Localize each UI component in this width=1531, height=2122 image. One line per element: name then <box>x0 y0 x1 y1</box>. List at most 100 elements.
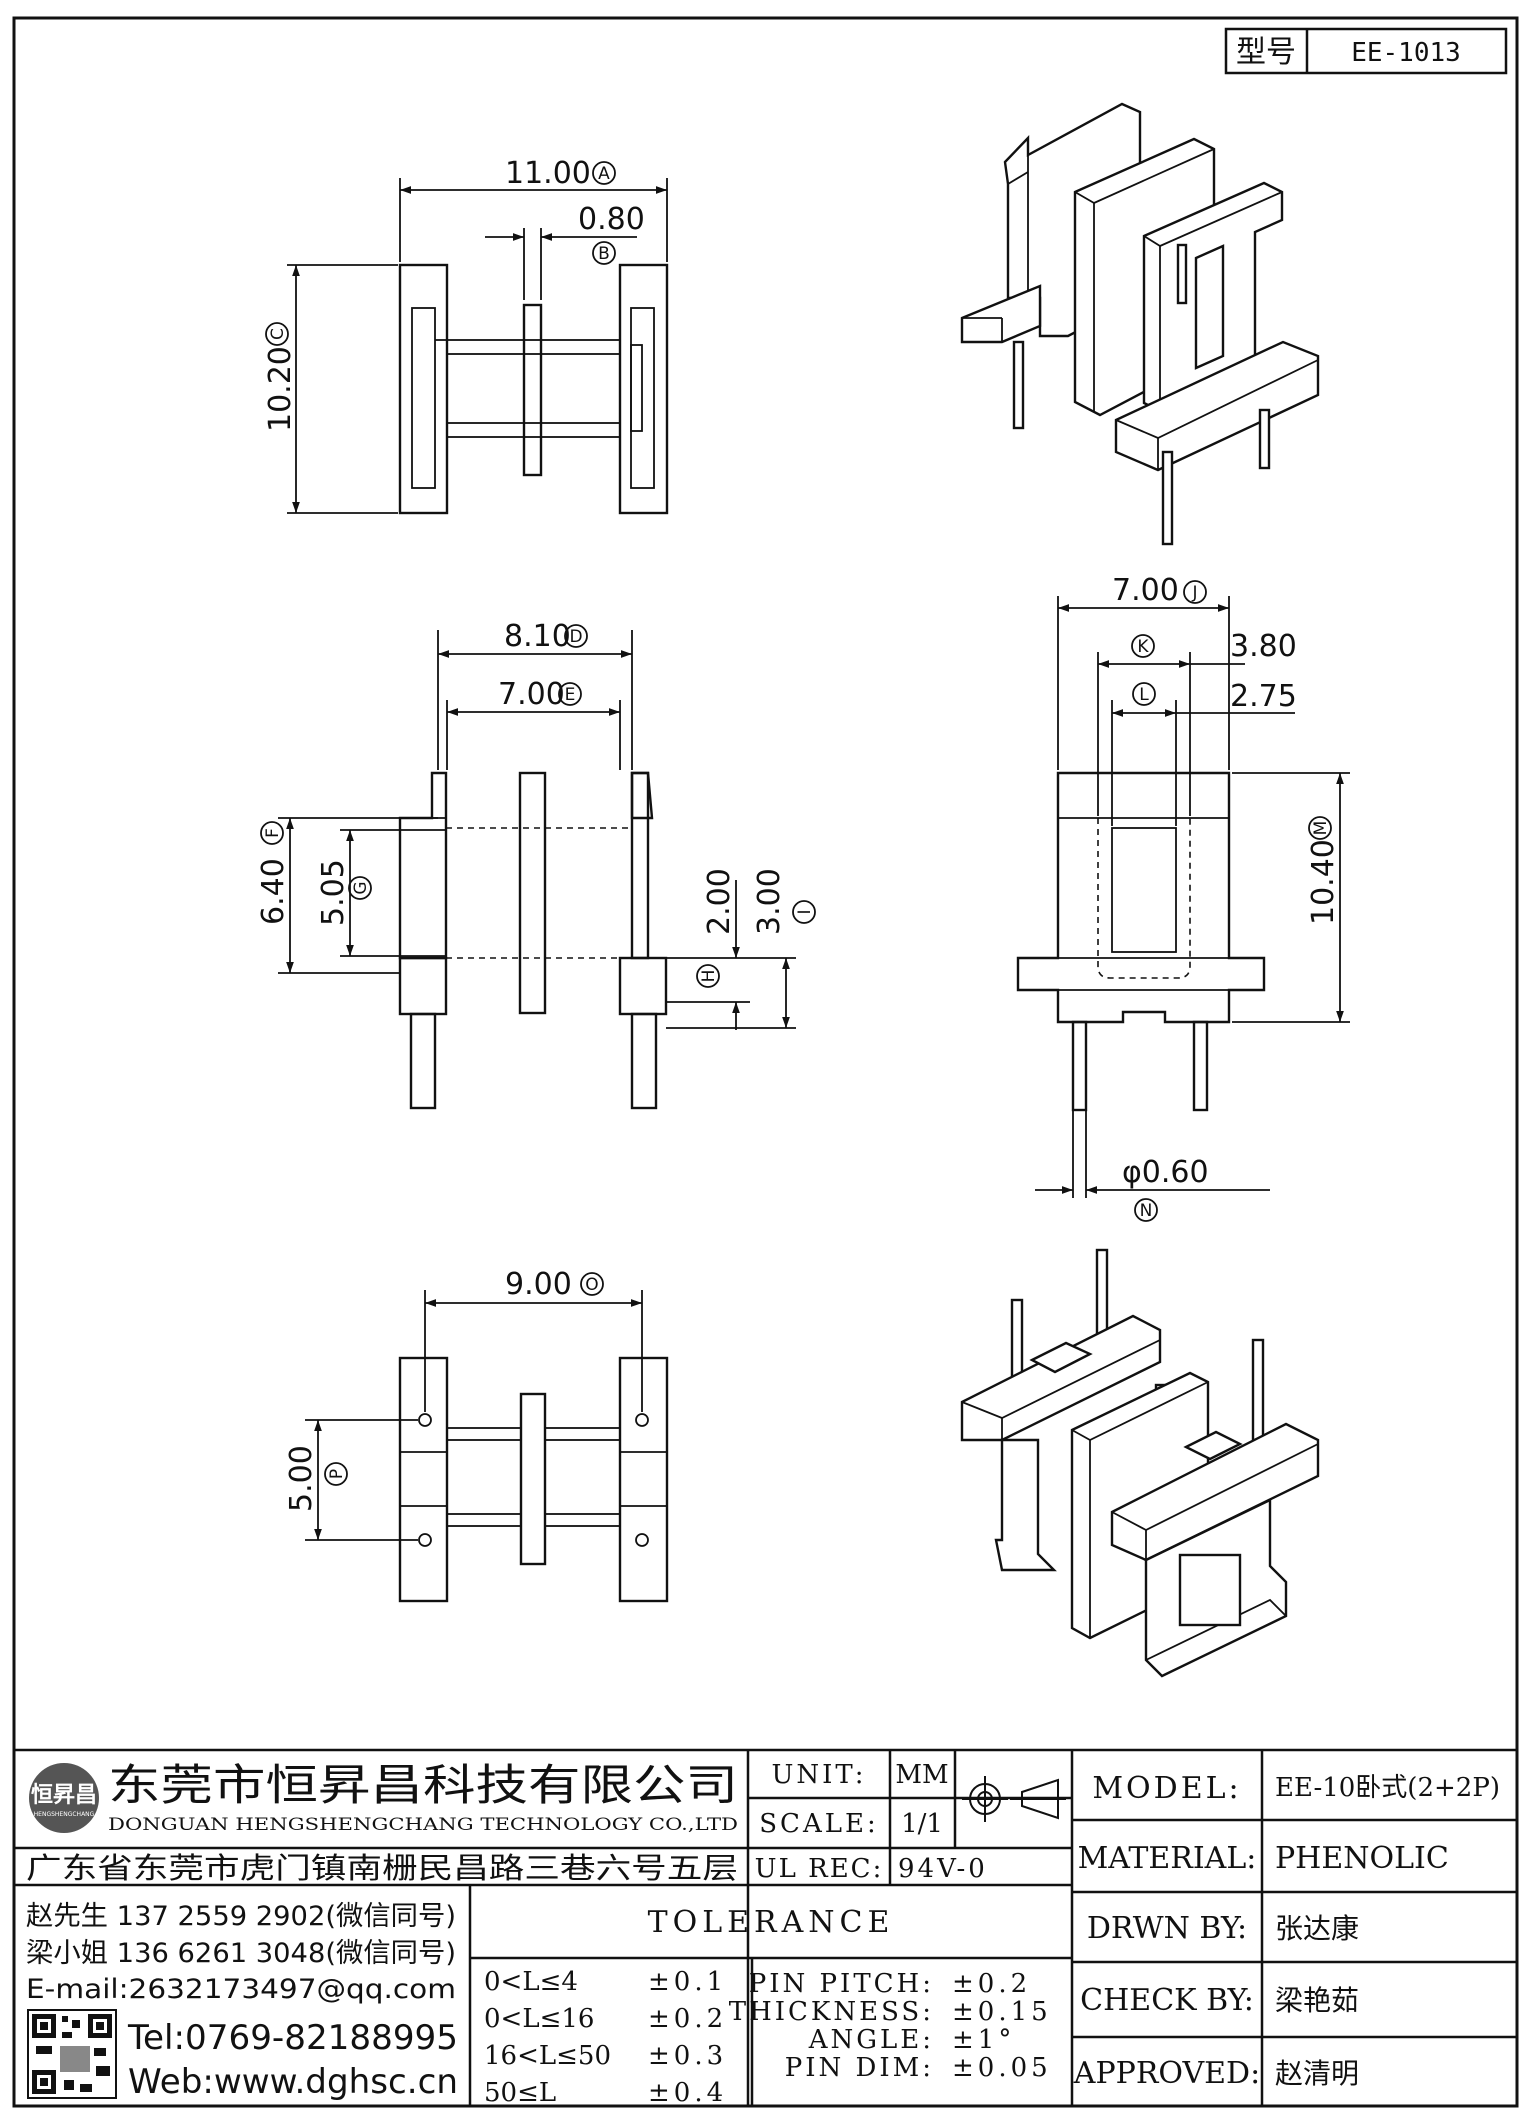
contact-tel: Tel:0769-82188995 <box>127 2018 458 2058</box>
model-box: 型号 EE-1013 <box>1224 27 1508 75</box>
company-name-cn: 东莞市恒昇昌科技有限公司 <box>108 1761 738 1811</box>
approved-value: 赵清明 <box>1275 2057 1359 2090</box>
contact-1: 赵先生 137 2559 2902(微信同号) <box>26 1901 456 1932</box>
dim-l-circle <box>1132 682 1156 706</box>
iso-view-bottom <box>960 1248 1320 1678</box>
logo-sub: HENGSHENGCHANG <box>34 1811 95 1818</box>
front-view <box>278 630 796 1110</box>
dim-d-value: 8.10 <box>504 619 571 654</box>
iso-view-top <box>960 102 1320 546</box>
contact-2: 梁小姐 136 6261 3048(微信同号) <box>26 1938 456 1969</box>
dim-f-code: F <box>263 828 283 838</box>
tolerance-spec-label: PIN PITCH: <box>749 1969 934 1999</box>
tolerance-value: ±0.4 <box>648 2078 727 2108</box>
dim-b-value: 0.80 <box>578 202 645 237</box>
tolerance-spec-label: ANGLE: <box>808 2025 934 2055</box>
ulrec-label: UL REC: <box>755 1854 884 1884</box>
dim-k-value: 3.80 <box>1230 629 1297 664</box>
dim-b-circle <box>592 241 616 265</box>
dim-m-circle <box>1308 816 1332 840</box>
sheet-border <box>12 16 1519 2108</box>
dim-o-value: 9.00 <box>505 1267 572 1302</box>
dim-g-code: G <box>351 881 371 894</box>
dim-a-value: 11.00 <box>505 156 591 191</box>
tolerance-spec-value: ±0.05 <box>952 2053 1052 2083</box>
dim-a-circle <box>592 161 616 185</box>
model-box-label: 型号 <box>1236 35 1296 70</box>
bottom-view <box>305 1290 669 1603</box>
dim-f-circle <box>260 821 284 845</box>
tolerance-spec-value: ±1° <box>952 2025 1015 2055</box>
model-label: MODEL: <box>1092 1771 1241 1806</box>
tolerance-spec-value: ±0.15 <box>952 1997 1052 2027</box>
tolerance-spec-value: ±0.2 <box>952 1969 1031 1999</box>
dim-e-code: E <box>565 685 576 705</box>
dim-o-circle <box>580 1272 604 1296</box>
dim-m-value: 10.40 <box>1306 839 1341 925</box>
model-box-value: EE-1013 <box>1351 38 1461 68</box>
dim-c-circle <box>265 322 289 346</box>
tolerance-range: 50≤L <box>484 2078 556 2108</box>
company-address: 广东省东莞市虎门镇南栅民昌路三巷六号五层 <box>26 1851 738 1885</box>
model-value: EE-10卧式(2+2P) <box>1275 1773 1500 1803</box>
material-value: PHENOLIC <box>1275 1841 1449 1876</box>
dim-j-circle <box>1183 580 1207 604</box>
side-view <box>1016 596 1350 1198</box>
contact-web: Web:www.dghsc.cn <box>128 2062 458 2102</box>
projection-symbol-icon <box>962 1776 1066 1822</box>
contact-email: E-mail:2632173497@qq.com <box>26 1974 456 2005</box>
top-view <box>287 178 669 515</box>
drawn-value: 张达康 <box>1275 1912 1359 1945</box>
dim-c-value: 10.20 <box>263 346 298 432</box>
dim-m-code: M <box>1311 821 1331 836</box>
dim-i-value: 3.00 <box>752 868 787 935</box>
dim-n-circle <box>1134 1198 1158 1222</box>
ulrec-value: 94V-0 <box>898 1854 988 1884</box>
company-name-en: DONGUAN HENGSHENGCHANG TECHNOLOGY CO.,LT… <box>108 1815 738 1835</box>
tolerance-range: 0<L≤16 <box>484 2004 594 2034</box>
scale-value: 1/1 <box>901 1809 943 1839</box>
logo-text: 恒昇昌 <box>31 1782 97 1808</box>
unit-label: UNIT: <box>771 1760 866 1790</box>
check-label: CHECK BY: <box>1080 1983 1254 2018</box>
dim-p-code: P <box>327 1469 347 1479</box>
dim-p-value: 5.00 <box>284 1445 319 1512</box>
dim-f-value: 6.40 <box>256 858 291 925</box>
dim-n-value: φ0.60 <box>1122 1155 1209 1190</box>
dim-g-circle <box>348 876 372 900</box>
dim-k-circle <box>1131 634 1155 658</box>
tolerance-value: ±0.2 <box>648 2004 727 2034</box>
dim-k-code: K <box>1137 637 1149 657</box>
tolerance-spec-label: THICKNESS: <box>729 1997 934 2027</box>
dim-i-code: I <box>795 909 815 914</box>
dim-h-value: 2.00 <box>702 868 737 935</box>
dim-o-code: O <box>585 1275 598 1295</box>
dim-d-code: D <box>569 627 582 647</box>
dim-e-value: 7.00 <box>498 677 565 712</box>
dim-c-code: C <box>268 328 288 340</box>
tolerance-range: 16<L≤50 <box>484 2041 611 2071</box>
dim-j-value: 7.00 <box>1112 573 1179 608</box>
approved-label: APPROVED: <box>1073 2056 1260 2091</box>
dim-n-code: N <box>1140 1201 1153 1221</box>
unit-value: MM <box>895 1760 948 1790</box>
dim-i-circle <box>792 900 816 924</box>
check-value: 梁艳茹 <box>1275 1984 1359 2017</box>
tolerance-value: ±0.3 <box>648 2041 727 2071</box>
tolerance-title: TOLERANCE <box>648 1905 895 1940</box>
scale-label: SCALE: <box>759 1809 879 1839</box>
material-label: MATERIAL: <box>1078 1841 1257 1876</box>
dim-b-code: B <box>598 244 610 264</box>
dim-g-value: 5.05 <box>316 859 351 926</box>
drawn-label: DRWN BY: <box>1087 1911 1247 1946</box>
qr-code-icon <box>27 2009 117 2099</box>
company-logo: 恒昇昌 HENGSHENGCHANG <box>29 1763 99 1833</box>
title-block <box>14 1748 1517 2106</box>
dim-a-code: A <box>598 164 610 184</box>
tolerance-value: ±0.1 <box>648 1967 727 1997</box>
dim-j-code: J <box>1191 583 1197 603</box>
dim-e-circle <box>558 682 582 706</box>
dim-l-code: L <box>1139 685 1149 705</box>
dim-d-circle <box>564 624 588 648</box>
